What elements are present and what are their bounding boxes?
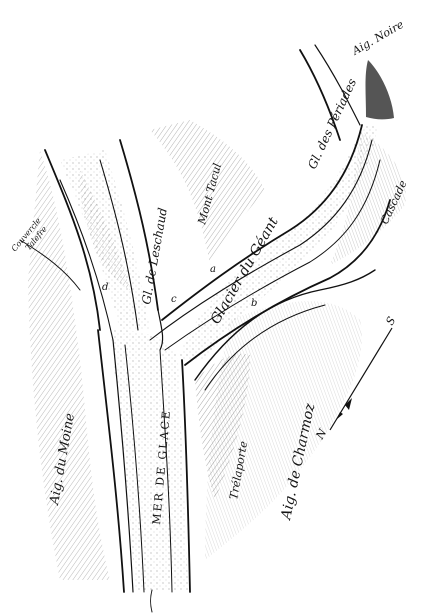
leschaud-line-1	[59, 179, 114, 341]
aig-noire-peak	[365, 60, 394, 120]
mer-line-1	[112, 339, 134, 593]
mountain-terrain	[28, 60, 406, 580]
leschaud-line-2	[99, 159, 139, 331]
label-aig-noire: Aig. Noire	[349, 18, 406, 59]
mer-line-3	[159, 349, 173, 593]
marker-c: c	[171, 294, 177, 305]
charmoz-edge-2	[204, 304, 326, 391]
trelaporte-crags	[195, 353, 250, 500]
glacier-ice	[60, 125, 378, 590]
geant-to-mer-junction	[157, 309, 164, 351]
periades-line	[314, 44, 361, 126]
charmoz-edge-1	[194, 269, 376, 381]
mer-de-glace-body	[110, 330, 188, 590]
cascade-slopes	[330, 130, 406, 265]
geant-lower-edge	[184, 199, 391, 366]
periades-edge	[299, 49, 341, 141]
mer-line-2	[124, 344, 145, 593]
moine-ridge	[28, 150, 110, 580]
mer-right-edge	[181, 359, 191, 593]
couvercle-line	[19, 239, 81, 291]
geant-upper-edge	[161, 124, 363, 321]
tacul-ridge	[150, 120, 265, 265]
mer-left-edge	[97, 329, 125, 593]
marker-d: d	[102, 282, 108, 293]
outflow-stream	[150, 589, 153, 613]
geant-line-2	[164, 159, 381, 351]
marker-b: b	[251, 298, 257, 309]
geant-body	[178, 125, 378, 360]
leschaud-body	[60, 150, 150, 330]
leschaud-left-edge	[44, 149, 101, 331]
geant-line-1	[149, 139, 373, 341]
label-gl-de-leschaud: Gl. de Leschaud	[139, 206, 170, 305]
moraine-lines	[19, 44, 391, 613]
leschaud-right-edge	[119, 139, 159, 311]
marker-a: a	[210, 264, 216, 275]
compass-south-label: S	[383, 314, 398, 327]
